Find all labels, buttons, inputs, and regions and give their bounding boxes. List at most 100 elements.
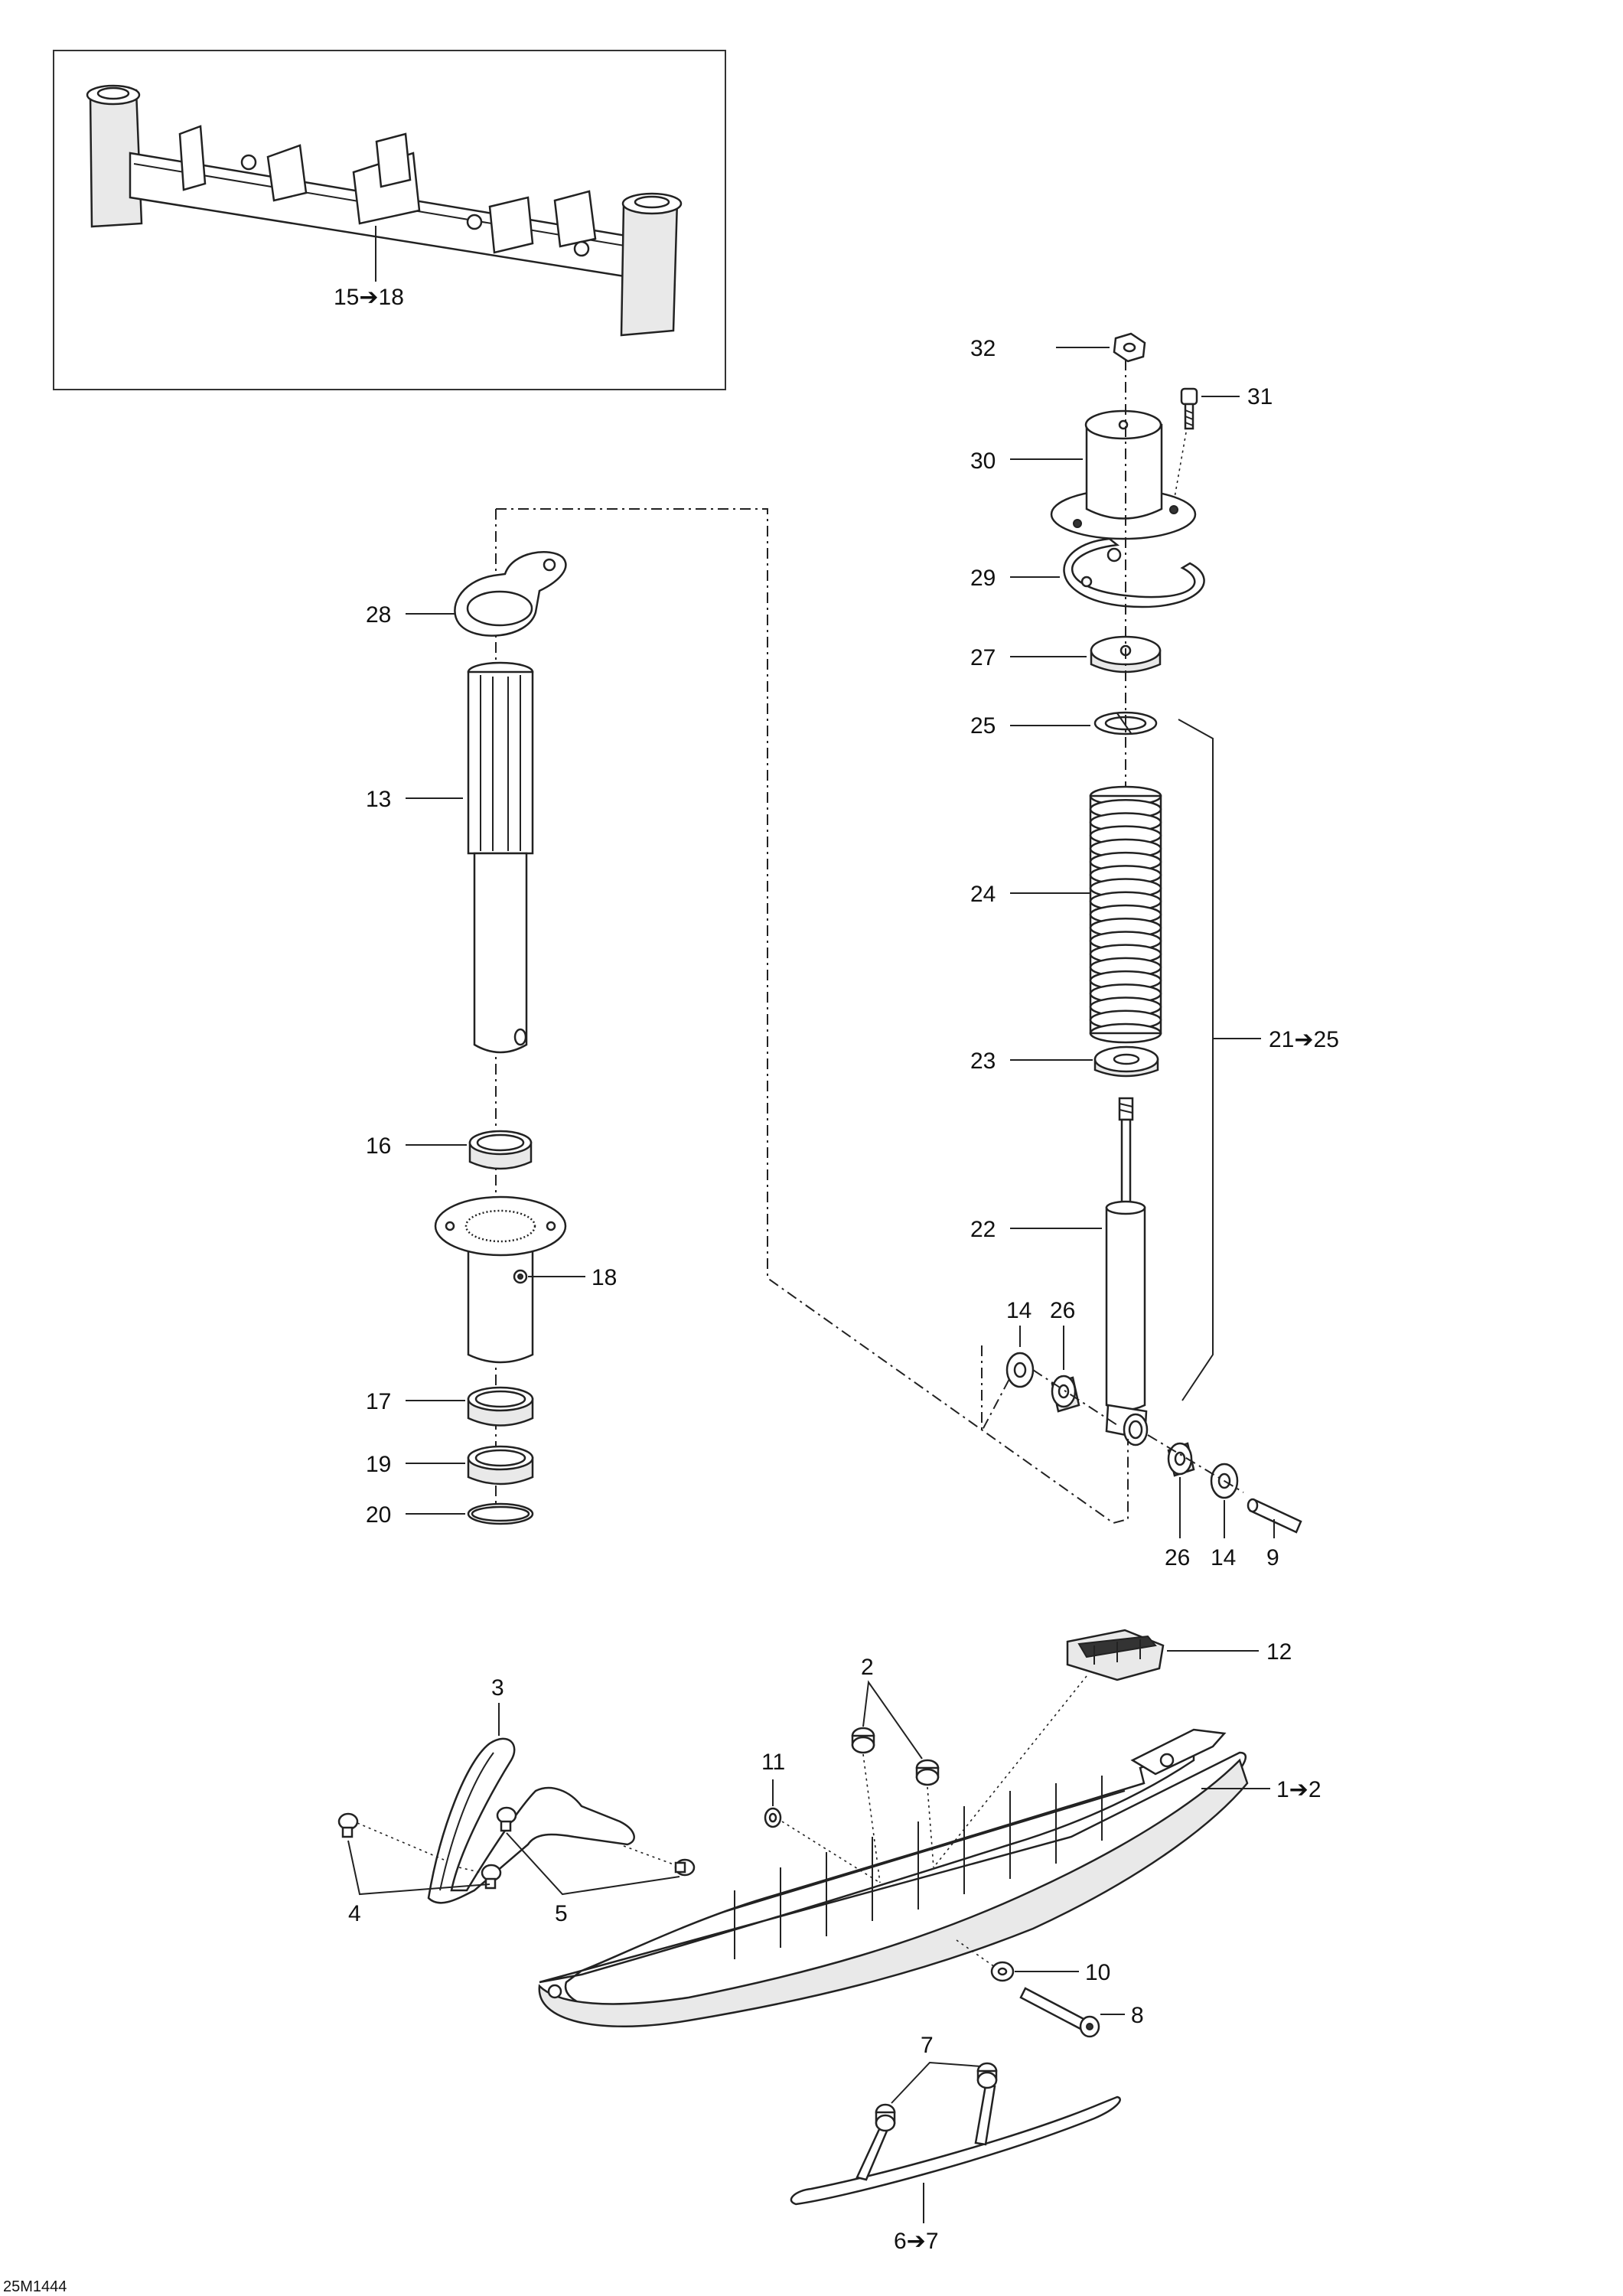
bushing-19-part xyxy=(467,1445,534,1486)
bracket-21-25: 21➔25 xyxy=(1178,719,1339,1401)
callout-24: 24 xyxy=(970,882,1090,907)
bolt-5a-part xyxy=(496,1806,517,1832)
svg-text:22: 22 xyxy=(970,1217,996,1242)
callout-31: 31 xyxy=(1201,384,1273,409)
callout-18: 18 xyxy=(528,1265,617,1290)
svg-text:14: 14 xyxy=(1211,1545,1236,1570)
svg-text:27: 27 xyxy=(970,645,996,670)
callout-23: 23 xyxy=(970,1049,1093,1074)
callout-10: 10 xyxy=(1015,1960,1110,1985)
svg-text:12: 12 xyxy=(1266,1639,1292,1665)
spindle-housing-part xyxy=(434,1195,567,1364)
carbide-nut-b-part xyxy=(976,2062,998,2089)
callout-22: 22 xyxy=(970,1217,1102,1242)
coil-spring-part xyxy=(1089,785,1162,1044)
callout-14-bottom: 14 xyxy=(1211,1500,1236,1570)
svg-text:28: 28 xyxy=(366,602,391,628)
callout-7: 7 xyxy=(891,2033,982,2104)
svg-text:5: 5 xyxy=(555,1901,568,1926)
svg-text:2: 2 xyxy=(861,1655,874,1680)
callout-8: 8 xyxy=(1100,2003,1144,2028)
callout-16: 16 xyxy=(366,1133,467,1159)
callout-5: 5 xyxy=(506,1832,680,1926)
bolt-4b-part xyxy=(481,1864,502,1890)
callout-26-top: 26 xyxy=(1050,1298,1075,1370)
stopper-ring-part xyxy=(454,551,567,637)
callout-13: 13 xyxy=(366,787,463,812)
svg-text:29: 29 xyxy=(970,566,996,591)
ski-nut-part xyxy=(764,1807,782,1828)
callout-6-7: 6➔7 xyxy=(894,2183,939,2254)
pin-part xyxy=(1247,1498,1302,1534)
bushing-16-part xyxy=(468,1130,533,1170)
svg-text:4: 4 xyxy=(348,1901,361,1926)
callout-3: 3 xyxy=(491,1675,504,1736)
washer-left-part xyxy=(1005,1352,1035,1388)
svg-text:1➔2: 1➔2 xyxy=(1276,1777,1322,1802)
svg-text:20: 20 xyxy=(366,1502,391,1528)
bolt-5b-part xyxy=(674,1858,696,1877)
svg-text:9: 9 xyxy=(1266,1545,1279,1570)
bolt-4a-part xyxy=(337,1812,359,1838)
spring-seat-part xyxy=(1090,635,1162,673)
svg-text:19: 19 xyxy=(366,1452,391,1477)
screw-part xyxy=(1180,387,1198,430)
circlip-part xyxy=(467,1502,534,1525)
callout-26-bottom: 26 xyxy=(1165,1477,1190,1570)
callout-28: 28 xyxy=(366,602,455,628)
callout-32: 32 xyxy=(970,336,1110,361)
callout-19: 19 xyxy=(366,1452,465,1477)
svg-text:32: 32 xyxy=(970,336,996,361)
upper-cap-part xyxy=(1050,409,1197,540)
svg-text:8: 8 xyxy=(1131,2003,1144,2028)
ski-handle-part xyxy=(427,1737,635,1904)
svg-text:26: 26 xyxy=(1165,1545,1190,1570)
svg-text:21➔25: 21➔25 xyxy=(1269,1027,1339,1052)
callout-29: 29 xyxy=(970,566,1060,591)
svg-text:10: 10 xyxy=(1085,1960,1110,1985)
axle-beam-part xyxy=(86,84,683,337)
callout-14-top: 14 xyxy=(1006,1298,1031,1347)
callout-27: 27 xyxy=(970,645,1087,670)
ski-washer-part xyxy=(990,1961,1015,1982)
svg-text:15➔18: 15➔18 xyxy=(334,285,404,310)
svg-text:18: 18 xyxy=(592,1265,617,1290)
lower-spring-seat-part xyxy=(1093,1045,1159,1078)
ski-bushing-2b-part xyxy=(915,1759,940,1786)
svg-text:25: 25 xyxy=(970,713,996,739)
svg-text:30: 30 xyxy=(970,448,996,474)
svg-text:23: 23 xyxy=(970,1049,996,1074)
nut-part xyxy=(1113,332,1146,363)
inset-frame xyxy=(53,50,726,390)
svg-text:14: 14 xyxy=(1006,1298,1031,1323)
callout-1-2: 1➔2 xyxy=(1201,1777,1322,1802)
callout-4: 4 xyxy=(347,1840,490,1926)
ski-bolt-part xyxy=(1019,1987,1100,2038)
svg-text:24: 24 xyxy=(970,882,996,907)
svg-text:26: 26 xyxy=(1050,1298,1075,1323)
callout-12: 12 xyxy=(1167,1639,1292,1665)
callout-9: 9 xyxy=(1266,1519,1279,1570)
ski-body-part xyxy=(538,1728,1249,2027)
svg-text:11: 11 xyxy=(761,1750,785,1775)
shock-absorber-part xyxy=(1105,1097,1149,1446)
callout-11: 11 xyxy=(761,1750,785,1806)
grease-fitting-part xyxy=(513,1269,528,1284)
svg-text:31: 31 xyxy=(1247,384,1273,409)
drawing-code: 25M1444 xyxy=(3,2278,67,2295)
spindle-part xyxy=(467,661,534,1054)
svg-text:16: 16 xyxy=(366,1133,391,1159)
carbide-nut-a-part xyxy=(875,2103,896,2132)
svg-text:17: 17 xyxy=(366,1389,391,1414)
svg-text:7: 7 xyxy=(921,2033,934,2058)
callout-15-18: 15➔18 xyxy=(334,226,404,310)
bushing-17-part xyxy=(467,1386,534,1427)
retaining-ring-part xyxy=(1063,537,1205,608)
ski-wear-pad-part xyxy=(1066,1629,1165,1681)
svg-text:3: 3 xyxy=(491,1675,504,1701)
callout-2: 2 xyxy=(861,1655,923,1760)
callout-20: 20 xyxy=(366,1502,465,1528)
bushing-left-part xyxy=(1051,1375,1080,1413)
callout-25: 25 xyxy=(970,713,1090,739)
